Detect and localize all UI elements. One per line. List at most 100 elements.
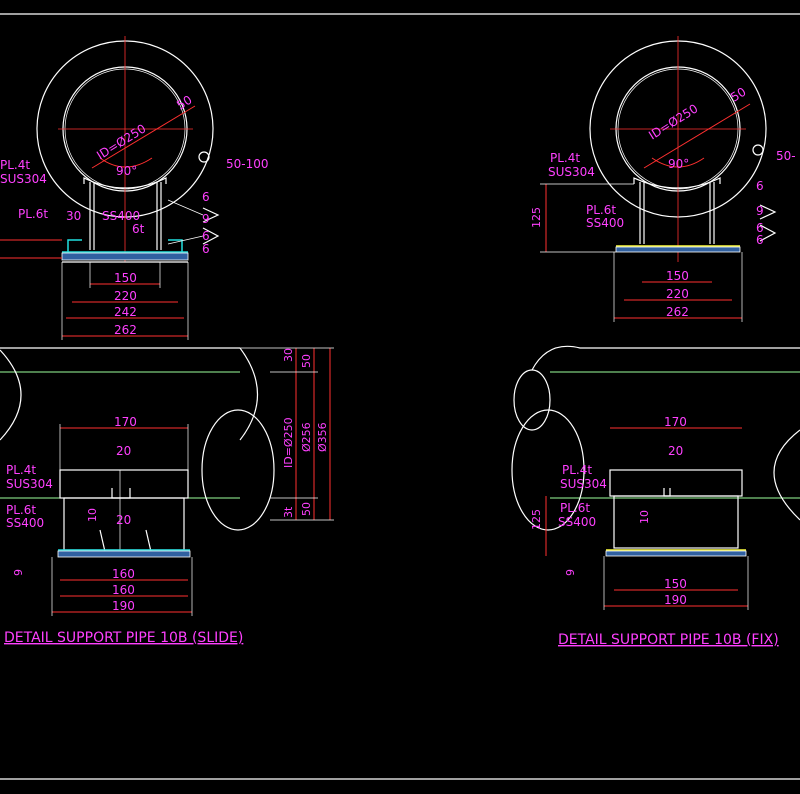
slide-f1-label: 6 (202, 190, 210, 204)
slide-weld-leader-2 (167, 235, 204, 245)
fix-side-190: 190 (664, 593, 687, 607)
fix-title: DETAIL SUPPORT PIPE 10B (FIX) (558, 632, 779, 648)
slide-id-leader (91, 105, 196, 169)
slide-right-id: ID=Ø250 (282, 417, 295, 468)
slide-pl4-label: PL.4t (0, 158, 30, 172)
fix-id-leader (643, 103, 751, 169)
slide-side-view: 170 20 PL.4t SUS304 PL.6t SS400 10 20 9 … (0, 347, 334, 616)
slide-side-160b: 160 (112, 583, 135, 597)
slide-side-9: 9 (12, 569, 25, 576)
fix-saddle (633, 177, 721, 189)
slide-base (61, 252, 189, 261)
slide-right-50b: 50 (300, 502, 313, 516)
slide-side-slot (111, 488, 131, 499)
slide-side-20b: 20 (116, 513, 131, 527)
slide-title: DETAIL SUPPORT PIPE 10B (SLIDE) (4, 630, 243, 646)
slide-pipe-end-lower (201, 409, 275, 531)
fix-side-sus: SUS304 (560, 477, 607, 491)
slide-dim-262-label: 262 (114, 323, 137, 337)
fix-section-view: ID=Ø250 50 90° 50- PL.4t SUS304 PL.6t SS… (530, 36, 796, 322)
slide-angle-arc (99, 157, 153, 168)
slide-right-3t: 3t (282, 506, 295, 518)
fix-angle-label: 90° (668, 157, 689, 171)
slide-pl6-label: PL.6t (18, 207, 48, 221)
slide-angle-label: 90° (116, 164, 137, 178)
fix-thk-label: 50 (728, 85, 748, 105)
slide-bolt-circle (198, 151, 210, 163)
slide-side-clamp (59, 469, 189, 499)
fix-side-slot (663, 488, 671, 497)
slide-side-pl4: PL.4t (6, 463, 36, 477)
fix-f2-label: 9 (756, 204, 764, 218)
slide-6t-label: 6t (132, 222, 145, 236)
fix-weld-flag-2 (759, 224, 777, 242)
fix-side-base (605, 550, 747, 557)
fix-f3-label: 6 (756, 221, 764, 235)
fix-side-web (613, 495, 739, 549)
fix-side-125: 125 (530, 509, 543, 530)
slide-sus-label: SUS304 (0, 172, 47, 186)
fix-side-view: 170 20 PL.4t SUS304 PL.6t SS400 125 10 9… (511, 345, 800, 610)
fix-side-9: 9 (564, 569, 577, 576)
fix-dim-150-label: 150 (666, 269, 689, 283)
slide-bolt-label: 50-100 (226, 157, 269, 171)
fix-angle-arc (651, 157, 705, 168)
slide-w30-label: 30 (66, 209, 81, 223)
slide-side-190: 190 (112, 599, 135, 613)
slide-side-sus: SUS304 (6, 477, 53, 491)
slide-side-160a: 160 (112, 567, 135, 581)
slide-side-ss: SS400 (6, 516, 44, 530)
slide-side-base (57, 550, 191, 558)
fix-pipe-mid-end (511, 409, 585, 531)
fix-125-label: 125 (530, 207, 543, 228)
slide-side-170: 170 (114, 415, 137, 429)
fix-bolt-circle (752, 144, 764, 156)
fix-base (615, 246, 741, 253)
slide-pipe-end-upper (239, 347, 258, 441)
slide-side-10: 10 (86, 508, 99, 522)
fix-id-label: ID=Ø250 (646, 101, 700, 142)
fix-f1-label: 6 (756, 179, 764, 193)
slide-dim-150-label: 150 (114, 271, 137, 285)
slide-weld-flag-1 (202, 207, 220, 223)
slide-ss-label: SS400 (102, 209, 140, 223)
slide-f2-label: 9 (202, 212, 210, 226)
slide-pipe-left-end (0, 349, 22, 441)
fix-pipe-right (773, 429, 800, 521)
slide-side-20a: 20 (116, 444, 131, 458)
fix-dim-220-label: 220 (666, 287, 689, 301)
slide-right-356: Ø356 (316, 422, 329, 452)
fix-side-170: 170 (664, 415, 687, 429)
slide-saddle (83, 177, 167, 189)
slide-right-256: Ø256 (300, 422, 313, 452)
fix-side-clamp (609, 469, 743, 497)
fix-side-pl6: PL.6t (560, 501, 590, 515)
fix-weld-flag-1 (759, 204, 777, 220)
fix-bolt-label: 50- (776, 149, 796, 163)
slide-guide-left (67, 239, 82, 252)
fix-pipe-left-end (513, 369, 551, 431)
slide-section-view: ID=Ø250 50 90° 50-100 PL.4t SUS304 PL.6t… (0, 36, 269, 340)
slide-id-label: ID=Ø250 (94, 121, 148, 162)
fix-ss-label: SS400 (586, 216, 624, 230)
fix-side-ss: SS400 (558, 515, 596, 529)
slide-right-50a: 50 (300, 354, 313, 368)
fix-f4-label: 6 (756, 233, 764, 247)
fix-side-20: 20 (668, 444, 683, 458)
slide-side-pl6: PL.6t (6, 503, 36, 517)
slide-dim-242-label: 242 (114, 305, 137, 319)
fix-pipe-top (531, 345, 800, 371)
fix-sus-label: SUS304 (548, 165, 595, 179)
fix-side-pl4: PL.4t (562, 463, 592, 477)
slide-weld-leader-1 (167, 199, 204, 216)
slide-guide-right (168, 239, 183, 252)
fix-side-10: 10 (638, 510, 651, 524)
slide-right-30: 30 (282, 348, 295, 362)
slide-f4-label: 6 (202, 242, 210, 256)
fix-side-150: 150 (664, 577, 687, 591)
fix-pl4-label: PL.4t (550, 151, 580, 165)
slide-f3-label: 6 (202, 229, 210, 243)
slide-thk-label: 50 (174, 93, 194, 113)
slide-dim-220-label: 220 (114, 289, 137, 303)
